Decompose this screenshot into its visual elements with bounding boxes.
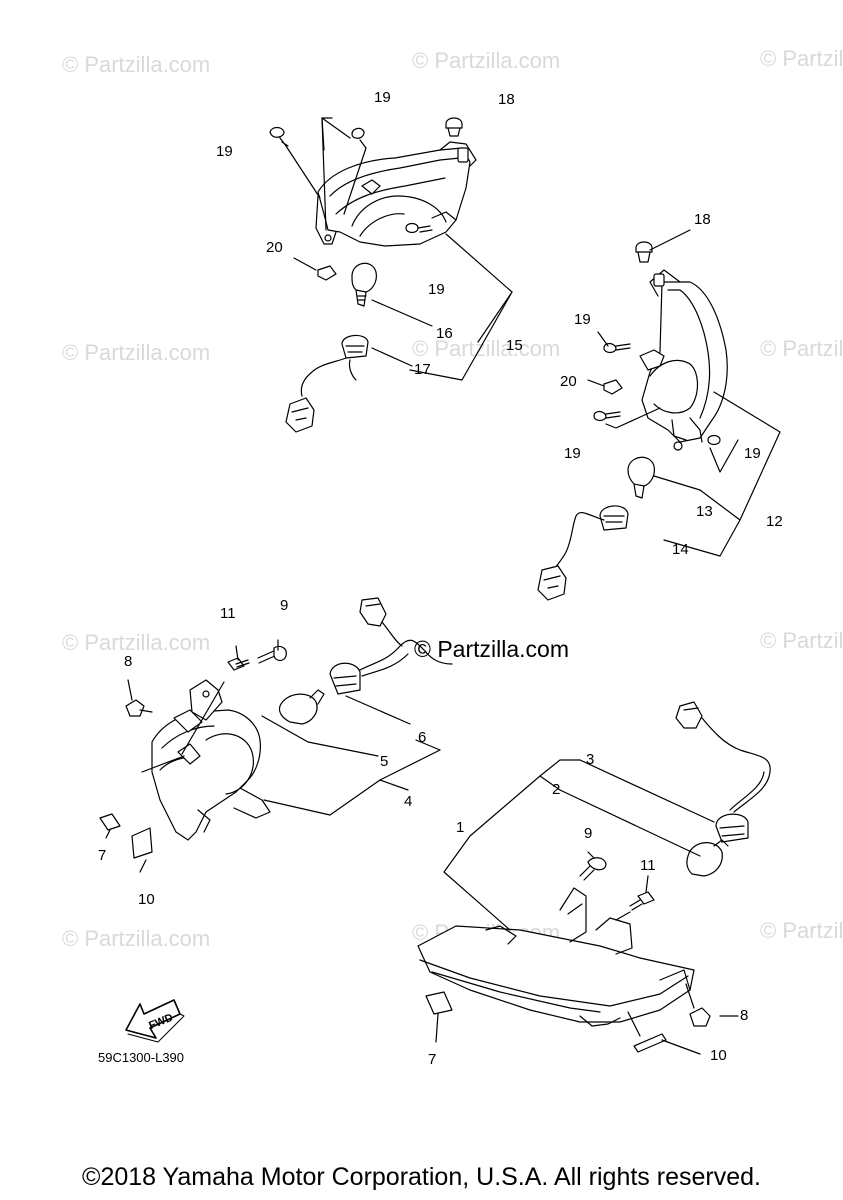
forward-direction-arrow: FWD <box>125 999 185 1043</box>
grommet-18 <box>445 117 463 129</box>
center-watermark: © Partzilla.com <box>414 636 569 662</box>
bulb-16 <box>351 262 377 307</box>
bulb-2 <box>686 839 729 877</box>
callout-label: 1 <box>456 819 465 836</box>
label-10 <box>131 827 153 859</box>
callout-label: 9 <box>584 825 593 842</box>
callout-label: 19 <box>374 89 391 106</box>
watermark: © Partzilla.com <box>62 630 211 655</box>
callout-label: 20 <box>560 373 577 390</box>
bolt-9 <box>579 857 607 881</box>
callout-label: 3 <box>586 751 595 768</box>
callout-label: 10 <box>138 891 155 908</box>
callout-label: 4 <box>404 793 413 810</box>
callout-label: 19 <box>428 281 445 298</box>
callout-label: 17 <box>414 361 431 378</box>
watermark: © Partzilla.com <box>760 46 843 71</box>
screw-19 <box>603 342 617 354</box>
grommet-8 <box>689 1007 711 1027</box>
screw-19 <box>707 434 721 446</box>
rear-right-flasher-assembly <box>537 229 781 601</box>
grommet-8 <box>125 699 145 717</box>
bulb-13 <box>627 456 655 499</box>
front-left-flasher-assembly <box>99 597 453 873</box>
watermark: © Partzilla.com <box>62 52 211 77</box>
watermark: © Partzilla.com <box>760 336 843 361</box>
nut-20 <box>603 379 623 395</box>
callout-label: 2 <box>552 781 561 798</box>
callout-label: 16 <box>436 325 453 342</box>
watermark: © Partzilla.com <box>760 918 843 943</box>
copyright-notice: ©2018 Yamaha Motor Corporation, U.S.A. A… <box>82 1163 761 1191</box>
socket-harness-17 <box>285 334 369 433</box>
callout-label: 18 <box>498 91 515 108</box>
callout-label: 7 <box>428 1051 437 1068</box>
callout-label: 8 <box>740 1007 749 1024</box>
screw-19 <box>405 222 419 234</box>
callout-label: 13 <box>696 503 713 520</box>
callout-label: 8 <box>124 653 133 670</box>
bolt-11 <box>227 657 250 671</box>
screw-19 <box>593 410 607 422</box>
label-10 <box>633 1033 667 1053</box>
callout-label: 19 <box>216 143 233 160</box>
callout-label: 11 <box>220 605 236 622</box>
callout-label: 14 <box>672 541 689 558</box>
front-right-flasher-assembly <box>417 701 771 1055</box>
watermark: © Partzilla.com <box>412 48 561 73</box>
diagram-code: 59C1300-L390 <box>98 1050 185 1065</box>
callout-label: 10 <box>710 1047 727 1064</box>
watermark: © Partzilla.com <box>412 336 561 361</box>
socket-harness-6 <box>329 597 453 695</box>
callout-label: 12 <box>766 513 783 530</box>
callout-label: 9 <box>280 597 289 614</box>
socket-harness-3 <box>675 701 771 843</box>
callout-label: 6 <box>418 729 427 746</box>
callout-label: 5 <box>380 753 389 770</box>
screw-19 <box>269 126 285 138</box>
callout-label: 19 <box>744 445 761 462</box>
pad-7 <box>425 991 453 1015</box>
callout-label: 20 <box>266 239 283 256</box>
nut-20 <box>317 265 337 281</box>
watermark: © Partzilla.com <box>62 340 211 365</box>
bolt-9 <box>257 645 287 664</box>
callout-label: 11 <box>640 857 656 874</box>
bolt-11 <box>629 891 655 911</box>
rear-left-flasher-assembly <box>269 117 513 433</box>
pad-7 <box>99 813 121 831</box>
callout-label: 15 <box>506 337 523 354</box>
watermark: © Partzilla.com <box>62 926 211 951</box>
watermark: © Partzilla.com <box>760 628 843 653</box>
bulb-5 <box>278 689 325 725</box>
socket-harness-14 <box>537 505 629 601</box>
callout-label: 7 <box>98 847 107 864</box>
callout-label: 18 <box>694 211 711 228</box>
grommet-18 <box>635 241 653 253</box>
callout-label: 19 <box>564 445 581 462</box>
screw-19 <box>351 127 365 139</box>
callout-label: 19 <box>574 311 591 328</box>
